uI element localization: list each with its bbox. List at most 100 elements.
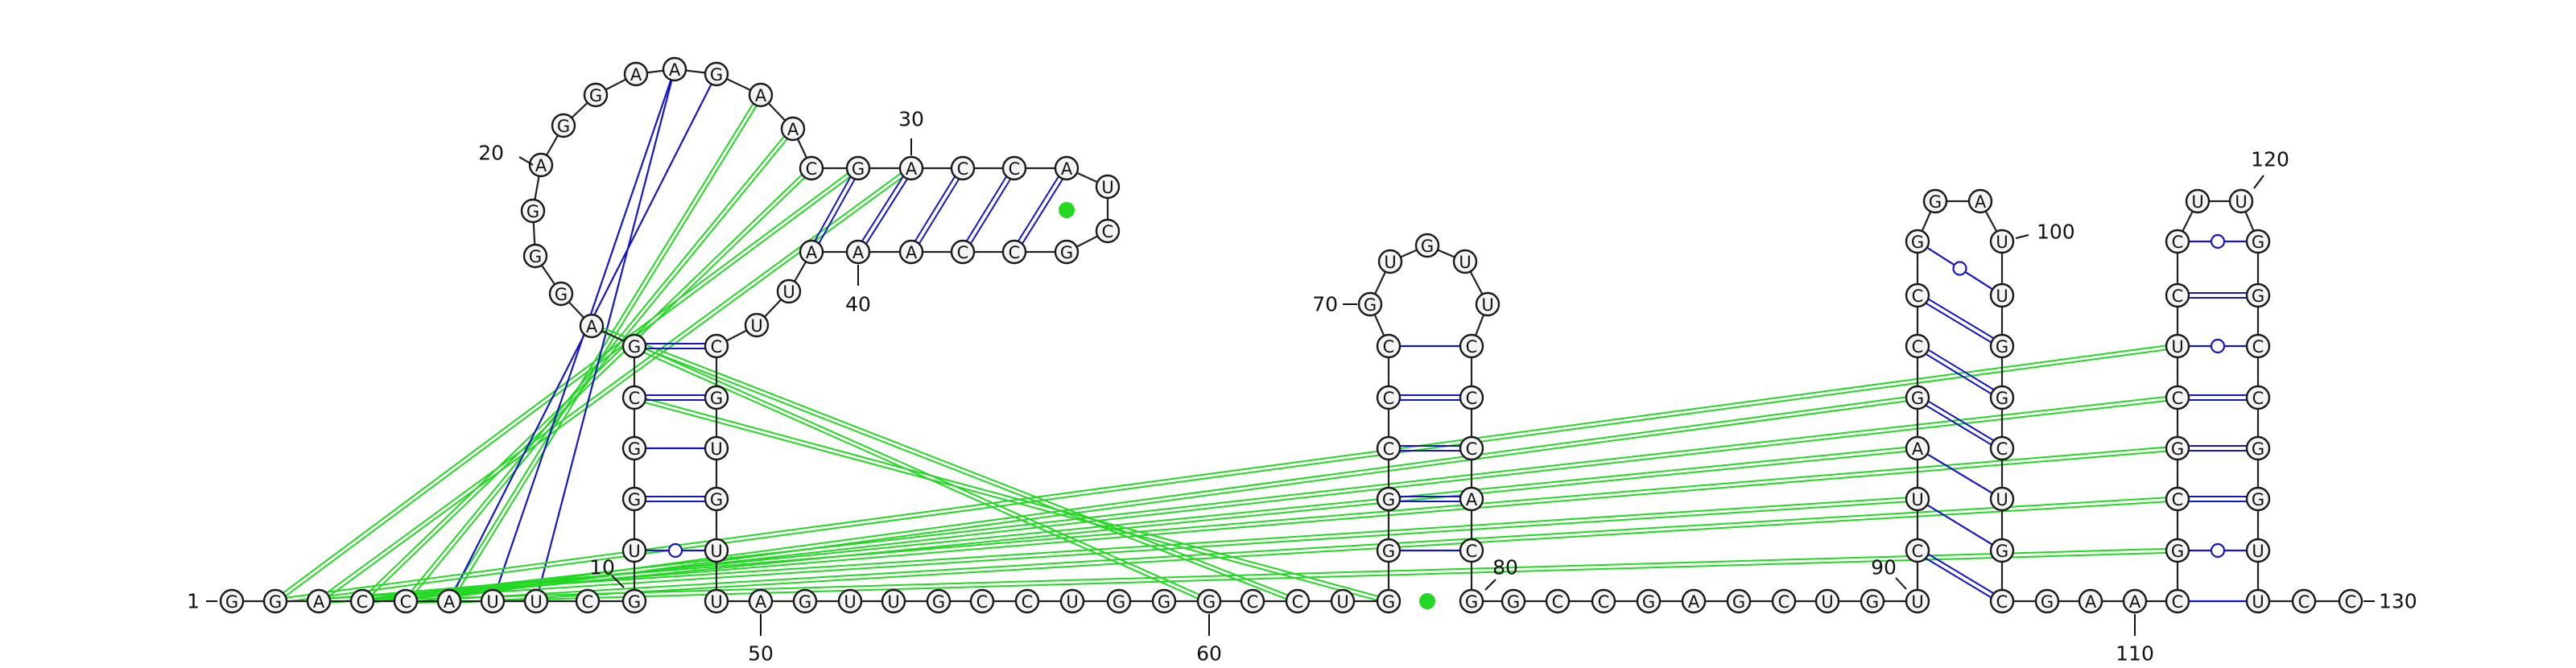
base-pair-line: [1928, 400, 1995, 442]
nucleotide: A: [780, 116, 806, 142]
nucleotide-letter: G: [1996, 389, 2008, 408]
nucleotide-letter: A: [535, 156, 547, 175]
nucleotide: C: [2165, 229, 2190, 254]
nucleotide-circle: [621, 538, 647, 563]
nucleotide: A: [436, 588, 462, 614]
pseudoknot-link: [275, 347, 2178, 604]
nucleotide-circle: [621, 333, 647, 359]
noncanonical-pair-marker: [1419, 593, 1435, 609]
nucleotide: G: [1414, 233, 1440, 258]
nucleotide-letter: C: [1912, 287, 1924, 306]
nucleotide-circle: [1106, 588, 1132, 614]
nucleotide: U: [704, 538, 729, 563]
nucleotide-circle: [1989, 486, 2015, 512]
nucleotide-circle: [2122, 588, 2148, 614]
nucleotide-circle: [898, 239, 924, 265]
nucleotide: U: [704, 588, 729, 614]
nucleotide-letter: C: [2172, 287, 2184, 306]
base-pair-line: [914, 175, 956, 242]
base-pair-line: [1925, 302, 1992, 344]
nucleotide-circle: [2165, 538, 2190, 563]
nucleotide-letter: C: [1383, 389, 1395, 408]
nucleotide: G: [262, 588, 288, 614]
noncanonical-pair-marker: [1059, 202, 1075, 218]
nucleotide-circle: [623, 61, 649, 87]
nucleotide-letter: G: [1203, 592, 1216, 612]
nucleotide-circle: [1967, 188, 1993, 214]
nucleotide-letter: C: [957, 159, 969, 179]
nucleotide: C: [621, 385, 647, 410]
nucleotide-circle: [1095, 174, 1121, 200]
nucleotide: G: [1989, 333, 2015, 359]
nucleotide: C: [2165, 486, 2190, 512]
nucleotide-letter: G: [1911, 233, 1924, 252]
nucleotide-letter: C: [2252, 389, 2264, 408]
nucleotide-circle: [1151, 588, 1177, 614]
nucleotide-letter: C: [711, 337, 723, 357]
nucleotide: C: [1591, 588, 1616, 614]
nucleotide-circle: [1475, 291, 1501, 317]
nucleotide: G: [1054, 239, 1080, 265]
nucleotide-circle: [621, 385, 647, 410]
position-number-label: 130: [2379, 590, 2417, 613]
base-pair-line: [1928, 553, 1995, 595]
nucleotide-letter: G: [225, 592, 238, 612]
nucleotide-letter: G: [2252, 490, 2264, 509]
nucleotide-letter: A: [787, 120, 799, 139]
nucleotide-letter: A: [755, 86, 767, 105]
nucleotide-circle: [583, 82, 609, 108]
nucleotide-letter: G: [1364, 295, 1377, 315]
nucleotide-circle: [1459, 385, 1484, 410]
nucleotide-letter: G: [2252, 287, 2264, 306]
nucleotide-letter: A: [806, 243, 818, 262]
nucleotide-letter: G: [269, 592, 282, 612]
nucleotide-letter: U: [710, 542, 722, 561]
pseudoknot-link: [447, 93, 760, 601]
nucleotide-circle: [744, 312, 770, 338]
pseudoknot-layer: [273, 68, 2178, 604]
wobble-pair-marker: [2210, 542, 2226, 559]
nucleotide: G: [2245, 486, 2271, 512]
nucleotide-circle: [1922, 188, 1948, 214]
nucleotide: G: [1376, 588, 1402, 614]
nucleotide-circle: [1989, 588, 2015, 614]
nucleotide: U: [1475, 291, 1501, 317]
base-pair-line: [1925, 557, 1992, 599]
nucleotide-letter: G: [1996, 542, 2008, 561]
pseudoknot-link: [275, 343, 2178, 600]
nucleotide-letter: C: [629, 389, 641, 408]
nucleotide-letter: A: [755, 592, 767, 612]
position-tick: [1484, 579, 1496, 591]
nucleotide-letter: G: [628, 439, 641, 459]
nucleotide: G: [926, 588, 952, 614]
nucleotide-letter: C: [1383, 337, 1395, 357]
position-number-label: 90: [1871, 556, 1897, 579]
nucleotide: U: [1059, 588, 1085, 614]
nucleotide-circle: [621, 588, 647, 614]
nucleotide-circle: [1905, 486, 1930, 512]
nucleotide-circle: [1989, 229, 2015, 254]
nucleotide-letter: C: [582, 592, 594, 612]
nucleotide: A: [799, 239, 824, 265]
nucleotide-circle: [1330, 588, 1356, 614]
position-number-label: 70: [1312, 293, 1338, 316]
nucleotide-circle: [548, 281, 574, 307]
nucleotide: G: [2245, 435, 2271, 461]
nucleotide-letter: G: [1929, 192, 1942, 212]
nucleotide: A: [845, 239, 871, 265]
position-number-label: 40: [845, 293, 871, 316]
position-number-label: 120: [2251, 148, 2289, 171]
nucleotide-circle: [2245, 538, 2271, 563]
nucleotide: A: [2078, 588, 2103, 614]
nucleotide: C: [1989, 588, 2015, 614]
nucleotide-circle: [1681, 588, 1707, 614]
nucleotide-circle: [2034, 588, 2060, 614]
nucleotide-circle: [2165, 229, 2190, 254]
position-number-label: 50: [748, 642, 774, 666]
nucleotide-letter: A: [313, 592, 325, 612]
base-pair-line: [1926, 504, 1993, 546]
nucleotide: A: [1905, 435, 1930, 461]
nucleotide: A: [2122, 588, 2148, 614]
nucleotide: C: [1459, 385, 1484, 410]
